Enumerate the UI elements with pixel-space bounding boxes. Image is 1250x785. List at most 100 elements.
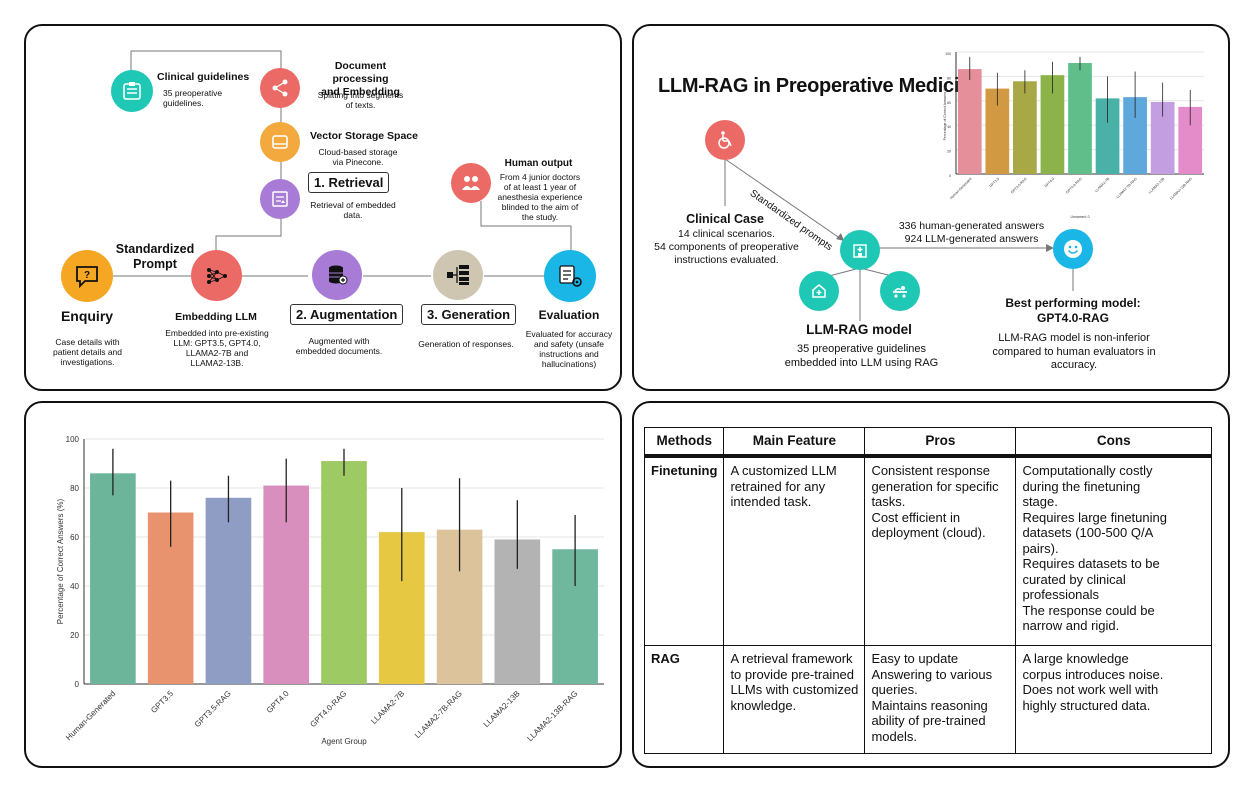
smiley-icon: [1053, 229, 1093, 269]
generation-icon: [433, 250, 483, 300]
y-tick-label: 0: [75, 680, 80, 689]
summary-title: LLM-RAG in Preoperative Medicine: [658, 75, 982, 97]
method-cell-line: Finetuning: [651, 463, 718, 478]
feature-cell-line: A retrieval framework: [730, 651, 853, 666]
doc-processing-desc: Splitting into segments of texts.: [317, 90, 404, 110]
x-tick-label: LLAMA2-13B: [1148, 176, 1166, 194]
pros-cell-line: models.: [871, 728, 917, 744]
feature-cell-line: to provide pre-trained: [730, 666, 855, 682]
x-tick-label: GPT4.0-RAG: [1065, 177, 1083, 195]
stretcher-icon: [880, 271, 920, 311]
evaluation-title: Evaluation: [538, 308, 600, 322]
generation-label: 3. Generation: [421, 304, 517, 325]
standardized-prompt-label: Standardized Prompt: [115, 242, 195, 271]
database-icon: [312, 250, 362, 300]
y-tick-label: 0: [949, 174, 951, 178]
pros-cell-line: tasks.: [871, 494, 906, 509]
x-tick-label: GPT3.5: [149, 689, 175, 715]
bar: [90, 473, 136, 684]
clinical-case-desc: 14 clinical scenarios. 54 components of …: [654, 228, 799, 266]
x-tick-label: LLAMA2-13B: [482, 689, 522, 729]
cons-cell-line: The response could be: [1022, 602, 1155, 618]
x-tick-label: LLAMA2-7B: [1094, 176, 1111, 193]
header-methods: Methods: [643, 427, 725, 457]
feature-cell-line: intended task.: [730, 494, 812, 509]
x-tick-label: LLAMA2-13B-RAG: [525, 689, 579, 743]
cons-cell-line: A large knowledge: [1022, 651, 1129, 666]
doctors-icon: [451, 163, 491, 203]
share-icon: [260, 68, 300, 108]
ambulance-icon: [799, 271, 839, 311]
cons-cell-line: professionals: [1022, 587, 1100, 602]
cons-cell-line: Does not work well with: [1022, 682, 1159, 697]
method-cell: RAG: [643, 645, 725, 754]
embedding-llm-desc: Embedded into pre-existing LLM: GPT3.5, …: [165, 328, 269, 368]
x-tick-label: GPT3.5-RAG: [1010, 177, 1028, 195]
cons-cell-line: Computationally costly: [1022, 463, 1153, 478]
bar: [1040, 75, 1065, 174]
pros-cell-line: queries.: [871, 682, 918, 697]
x-tick-label: Human-Generated: [64, 689, 117, 742]
cons-cell-line: during the finetuning: [1022, 478, 1141, 494]
x-tick-label: GPT4.0-RAG: [308, 689, 348, 729]
x-tick-label: GPT3.5: [989, 177, 1000, 188]
bar: [1095, 98, 1120, 174]
llm-rag-model-desc: 35 preoperative guidelines embedded into…: [784, 343, 939, 369]
enquiry-icon: ?: [61, 250, 113, 302]
y-tick-label: 40: [70, 582, 79, 591]
y-tick-label: 80: [70, 484, 79, 493]
answers-counts: 336 human-generated answers 924 LLM-gene…: [898, 220, 1045, 245]
svg-text:?: ?: [84, 270, 90, 281]
bar: [957, 69, 982, 174]
pros-cell-line: deployment (cloud).: [871, 525, 986, 540]
augmentation-desc: Augmented with embedded documents.: [295, 336, 383, 356]
pros-cell-line: Answering to various: [871, 666, 993, 682]
header-pros: Pros: [864, 427, 1017, 457]
x-tick-label: LLAMA2-7B-RAG: [413, 689, 464, 740]
cons-cell-line: narrow and rigid.: [1022, 618, 1120, 633]
cons-cell-line: Requires large finetuning: [1022, 509, 1167, 525]
pros-cell-line: Consistent response: [871, 463, 990, 478]
retrieval-icon: [260, 179, 300, 219]
feature-cell-line: retrained for any: [730, 478, 826, 494]
pros-cell-line: Easy to update: [871, 651, 959, 666]
bar: [1013, 81, 1037, 174]
x-tick-label: GPT4.0: [1044, 177, 1055, 188]
y-axis-label: Percentage of Correct Answers (%): [943, 86, 947, 141]
bar: [1068, 62, 1092, 175]
cons-cell-line: pairs).: [1022, 540, 1059, 556]
clinical-case-title: Clinical Case: [686, 212, 764, 226]
pros-cell-line: generation for specific: [871, 478, 999, 494]
cons-cell-line: datasets (100-500 Q/A: [1022, 525, 1154, 540]
bar: [1178, 106, 1203, 174]
x-tick-label: LLAMA2-7B-RAG: [1115, 177, 1138, 200]
summary-connectors: [724, 158, 1074, 321]
feature-cell-line: knowledge.: [730, 697, 797, 713]
storage-icon: [260, 122, 300, 162]
evaluation-desc: Evaluated for accuracy and safety (unsaf…: [525, 329, 613, 369]
x-axis-label: Unnamed: 0: [1070, 215, 1089, 219]
header-cons: Cons: [1015, 427, 1212, 457]
x-tick-label: LLAMA2-7B: [369, 689, 406, 726]
y-tick-label: 100: [66, 435, 80, 444]
x-tick-label: GPT3.5-RAG: [193, 689, 233, 729]
embedding-llm-title: Embedding LLM: [175, 311, 257, 323]
cons-cell-line: Requires datasets to be: [1022, 556, 1160, 571]
method-cell-line: RAG: [651, 651, 680, 666]
vector-storage-desc: Cloud-based storage via Pinecone.: [318, 147, 398, 167]
pros-cell-line: ability of pre-trained: [871, 713, 986, 728]
hospital-icon: [840, 230, 880, 270]
enquiry-desc: Case details with patient details and in…: [53, 337, 122, 367]
best-model-title: Best performing model: GPT4.0-RAG: [1005, 296, 1141, 325]
clinical-guidelines-desc: 35 preoperative guidelines.: [163, 88, 223, 108]
x-tick-label: Human-Generated: [949, 177, 972, 200]
bar: [985, 88, 1010, 174]
y-tick-label: 60: [947, 101, 951, 105]
